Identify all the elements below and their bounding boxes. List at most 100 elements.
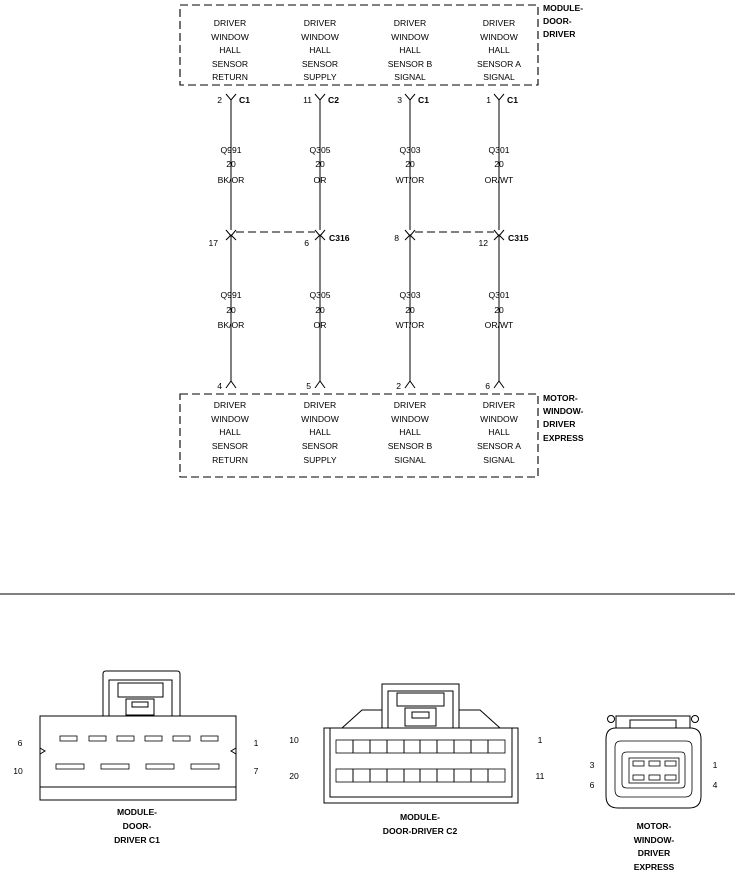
pin-text: HALL (219, 45, 241, 55)
motor-pin-label-top-left: 3 (590, 760, 595, 770)
wire-q305-top-pin: 11 (303, 95, 312, 105)
wire-q303-circuit: Q303 (399, 145, 420, 155)
top-pin-1-description: DRIVER WINDOW HALL SENSOR RETURN (211, 18, 250, 82)
wire-q301-circuit-lower: Q301 (488, 290, 509, 300)
connector-c316-label: C316 (329, 233, 350, 243)
c2-cavity-row-bottom (335, 768, 506, 783)
wire-q303-color-lower: WT/OR (396, 320, 425, 330)
wire-q305-gauge-lower: 20 (315, 305, 325, 315)
connector-pin-symbol (314, 380, 326, 389)
pin-text: SENSOR A (477, 59, 521, 69)
c1-latch-slot (131, 701, 149, 708)
c2-housing-inner (329, 728, 513, 798)
connector-c315-label: C315 (508, 233, 529, 243)
wire-q305-mid-pin: 6 (304, 238, 309, 248)
pin-text: HALL (399, 427, 421, 437)
c2-pin-label-top-right: 1 (538, 735, 543, 745)
top-pin-3-description: DRIVER WINDOW HALL SENSOR B SIGNAL (388, 18, 433, 82)
wire-q303-mid-pin: 8 (394, 233, 399, 243)
motor-pin-label-top-right: 1 (713, 760, 718, 770)
wire-q991: 2 C1 Q991 20 BK/OR 17 Q991 20 BK/OR 4 (208, 93, 250, 391)
pin-text: WINDOW (391, 32, 430, 42)
pin-text: HALL (309, 45, 331, 55)
wire-q301-color: OR/WT (485, 175, 514, 185)
motor-window-driver-express: MOTOR- WINDOW- DRIVER EXPRESS DRIVER WIN… (179, 393, 584, 478)
wire-q301: 1 C1 Q301 20 OR/WT 12 C315 Q301 20 OR/WT… (478, 93, 529, 391)
wire-q991-gauge: 20 (226, 159, 236, 169)
connector-pin-symbol (225, 93, 237, 101)
wire-q991-circuit: Q991 (220, 145, 241, 155)
pin-text: HALL (219, 427, 241, 437)
top-pin-4-description: DRIVER WINDOW HALL SENSOR A SIGNAL (477, 18, 521, 82)
bottom-pin-2-description: DRIVER WINDOW HALL SENSOR B SIGNAL (388, 400, 433, 465)
wire-q301-mid-pin: 12 (478, 238, 488, 248)
wire-q303-top-pin: 3 (397, 95, 402, 105)
wire-q305-gauge: 20 (315, 159, 325, 169)
wire-q301-circuit: Q301 (488, 145, 509, 155)
wire-q301-bottom-pin: 6 (485, 381, 490, 391)
connector-pin-symbol (225, 380, 237, 389)
c1-latch-tab (117, 682, 164, 698)
c2-housing (323, 727, 519, 804)
pin-text: DRIVER (214, 18, 246, 28)
pin-text: HALL (399, 45, 421, 55)
wire-q991-circuit-lower: Q991 (220, 290, 241, 300)
bottom-pin-5-description: DRIVER WINDOW HALL SENSOR SUPPLY (301, 400, 340, 465)
wire-q301-top-pin: 1 (486, 95, 491, 105)
wire-q991-top-connector: C1 (239, 95, 250, 105)
c2-latch-tab (396, 692, 445, 707)
c1-pin-label-bottom-right: 7 (254, 766, 259, 776)
motor-name-3: DRIVER (543, 419, 576, 429)
pin-text: WINDOW (211, 414, 250, 424)
motor-window-driver-express-outline (179, 393, 539, 478)
pin-text: RETURN (212, 455, 248, 465)
c1-cavity (116, 735, 135, 742)
module-door-driver-name-3: DRIVER (543, 29, 576, 39)
connector-pin-symbol (314, 93, 326, 101)
motor-caption-1: MOTOR- (637, 821, 672, 831)
wire-q305-color-lower: OR (314, 320, 327, 330)
pin-text: WINDOW (391, 414, 430, 424)
c1-cavities-top-row (59, 735, 219, 742)
wire-q305: 11 C2 Q305 20 OR 6 C316 Q305 20 OR 5 (303, 93, 350, 391)
c1-cavity (59, 735, 78, 742)
pin-text: SIGNAL (483, 455, 515, 465)
c1-left-key (39, 747, 46, 755)
c1-cavity (190, 763, 220, 770)
pin-text: WINDOW (301, 32, 340, 42)
module-door-driver-outline (179, 4, 539, 86)
connector-view-c1: 6 1 10 7 MODULE- DOOR- DRIVER C1 (13, 670, 259, 845)
motor-cavity (648, 760, 661, 767)
motor-left-post (607, 715, 615, 723)
wire-q991-color-lower: BK/OR (218, 320, 245, 330)
connector-pin-symbol (404, 93, 416, 101)
wire-q305-bottom-pin: 5 (306, 381, 311, 391)
pin-text: SENSOR B (388, 441, 433, 451)
pin-text: DRIVER (304, 400, 336, 410)
wire-q305-circuit: Q305 (309, 145, 330, 155)
motor-pin-label-bottom-right: 4 (713, 780, 718, 790)
connector-view-c2: 10 1 20 11 MODULE- DOOR-DRIVER C2 (289, 683, 545, 836)
module-door-driver: MODULE- DOOR- DRIVER DRIVER WINDOW HALL … (179, 3, 583, 86)
pin-text: SUPPLY (303, 72, 337, 82)
pin-text: SENSOR A (477, 441, 521, 451)
wire-q991-bottom-pin: 4 (217, 381, 222, 391)
connector-pin-symbol (493, 93, 505, 101)
pin-text: SENSOR (302, 441, 338, 451)
bottom-pin-4-description: DRIVER WINDOW HALL SENSOR RETURN (211, 400, 250, 465)
c1-pin-label-top-right: 1 (254, 738, 259, 748)
wire-q303-color: WT/OR (396, 175, 425, 185)
pin-text: HALL (488, 427, 510, 437)
wire-q991-gauge-lower: 20 (226, 305, 236, 315)
wire-q991-mid-pin: 17 (208, 238, 218, 248)
wire-q301-color-lower: OR/WT (485, 320, 514, 330)
c2-right-shoulder (458, 709, 502, 729)
c1-cavity (144, 735, 163, 742)
c1-cavity (145, 763, 175, 770)
pin-text: DRIVER (304, 18, 336, 28)
connector-view-motor: 3 1 6 4 MOTOR- WINDOW- DRIVER EXPRESS (590, 715, 718, 872)
motor-cavity (664, 760, 677, 767)
pin-text: DRIVER (483, 18, 515, 28)
c1-pin-label-top-left: 6 (18, 738, 23, 748)
wire-q303-gauge-lower: 20 (405, 305, 415, 315)
